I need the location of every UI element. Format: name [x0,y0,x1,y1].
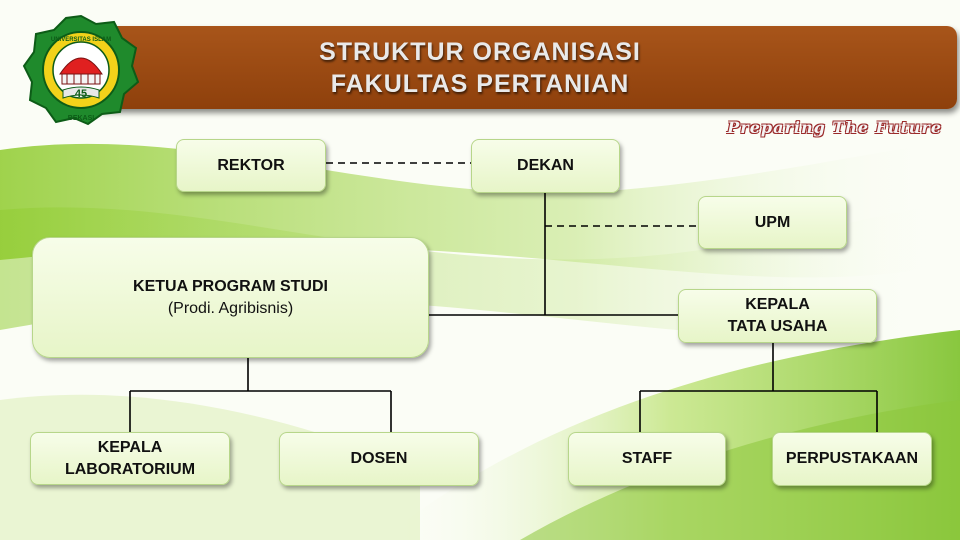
node-dosen-label: DOSEN [350,450,408,467]
node-kalab-label-2: LABORATORIUM [64,460,196,478]
node-dosen: DOSEN [279,432,479,486]
node-kalab-label-1: KEPALA [97,438,163,456]
title-banner [95,26,957,109]
node-upm-label: UPM [754,213,791,231]
node-katu-label-1: KEPALA [745,296,810,313]
node-perpustakaan: PERPUSTAKAAN [772,432,932,486]
node-kaprodi-sublabel: (Prodi. Agribisnis) [167,299,294,317]
logo-city: BEKASI [68,115,95,122]
node-kepala-tata-usaha: KEPALA TATA USAHA [678,289,877,343]
node-dekan-label: DEKAN [517,157,574,174]
node-kaprodi-label: KETUA PROGRAM STUDI [133,277,328,295]
node-katu-label-2: TATA USAHA [727,318,828,335]
node-upm: UPM [698,196,847,249]
node-rektor-label: REKTOR [217,156,285,174]
node-ketua-program-studi: KETUA PROGRAM STUDI (Prodi. Agribisnis) [32,237,429,358]
node-staff-label: STAFF [621,450,673,467]
title-line-2: FAKULTAS PERTANIAN [330,70,630,98]
university-logo: 45 BEKASI UNIVERSITAS ISLAM [22,14,140,126]
node-kepala-laboratorium: KEPALA LABORATORIUM [30,432,230,485]
node-rektor: REKTOR [176,139,326,192]
node-perpustakaan-label: PERPUSTAKAAN [785,450,919,467]
logo-ring-text: UNIVERSITAS ISLAM [51,37,111,43]
tagline: Preparing The Future [727,118,942,137]
node-dekan: DEKAN [471,139,620,193]
title-line-1: STRUKTUR ORGANISASI [319,38,641,66]
node-staff: STAFF [568,432,726,486]
page-title: STRUKTUR ORGANISASI FAKULTAS PERTANIAN [160,36,800,100]
logo-number: 45 [75,88,87,100]
